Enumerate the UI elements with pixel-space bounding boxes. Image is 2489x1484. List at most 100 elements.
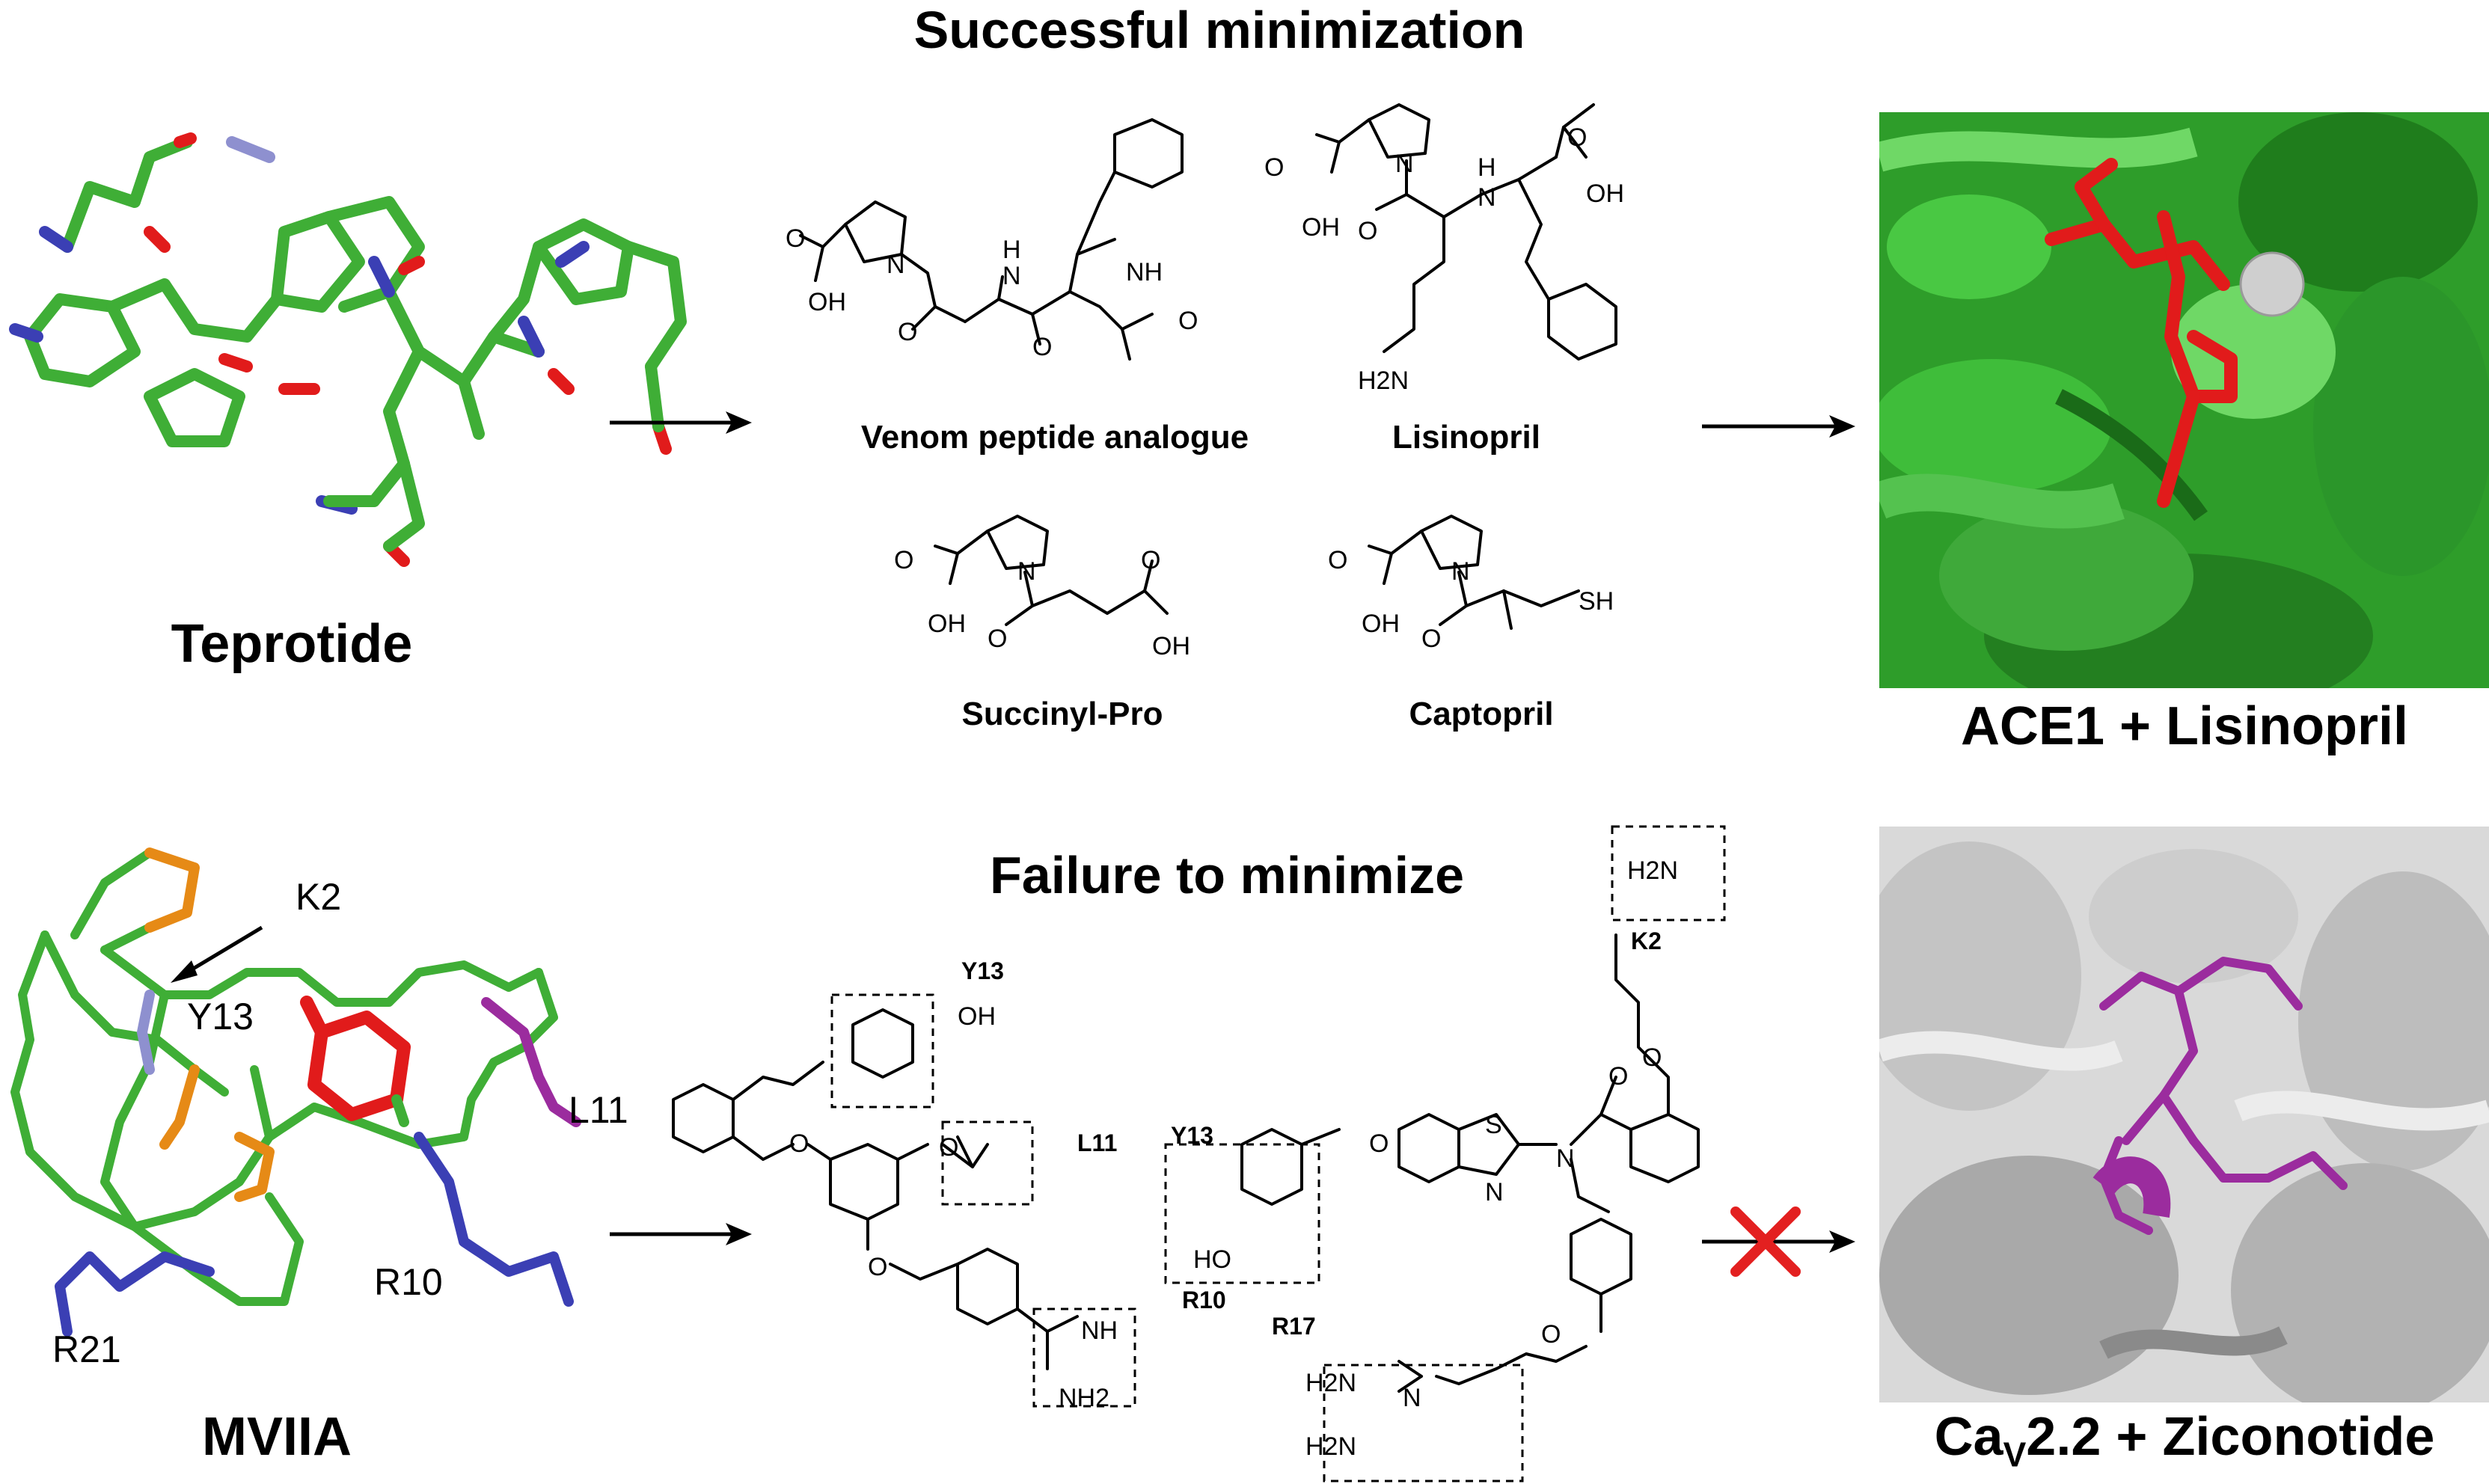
mviia-backbone-3	[100, 945, 543, 1007]
right-mimetic-ho: HO	[1193, 1245, 1231, 1274]
lisinopril-oh-2: OH	[1586, 180, 1624, 208]
teprotide-o-5	[398, 256, 425, 275]
r10-sidechain	[414, 1132, 574, 1307]
box-tag-right-y13: Y13	[1171, 1122, 1213, 1149]
right-mimetic-h2n-1: H2N	[1305, 1369, 1357, 1397]
mviia-structure	[10, 847, 581, 1337]
arrow-1	[610, 411, 752, 434]
lisinopril-h-1: H	[1478, 153, 1496, 182]
venom-o-2: O	[898, 318, 918, 346]
right-mimetic-o-ether-2: O	[1369, 1129, 1389, 1158]
teprotide-chain-1	[323, 196, 425, 313]
lisinopril-h2n: H2N	[1358, 367, 1409, 395]
mviia-backbone-4	[265, 968, 558, 1149]
red-x-icon	[1730, 1206, 1801, 1277]
succinyl-o-1: O	[894, 546, 914, 574]
box-tag-right-r17: R17	[1272, 1313, 1316, 1340]
teprotide-n-5	[518, 316, 545, 358]
captopril-structure	[1368, 515, 1580, 630]
mviia-backbone-5	[100, 990, 304, 1306]
teprotide-n-1	[9, 323, 43, 343]
teprotide-ring-2	[106, 278, 283, 343]
teprotide-o-7	[548, 368, 575, 395]
teprotide-backbone-1	[61, 136, 193, 253]
teprotide-label: Teprotide	[171, 614, 413, 674]
cav-sub: V	[2003, 1435, 2027, 1474]
lisinopril-o-2: O	[1358, 217, 1378, 245]
lisinopril-o-3: O	[1567, 123, 1588, 152]
ziconotide-bound	[2092, 957, 2348, 1235]
lisinopril-bound	[2045, 158, 2238, 508]
r21-sidechain	[55, 1251, 215, 1337]
venom-o-1: O	[786, 224, 806, 253]
lisinopril-n-2: N	[1478, 183, 1496, 212]
l11-sidechain	[481, 997, 581, 1127]
succinyl-pro-structure	[934, 515, 1169, 626]
right-mimetic-h2n-2: H2N	[1305, 1432, 1357, 1461]
teprotide-chain-3	[488, 241, 545, 343]
cav-prefix: Ca	[1934, 1407, 2003, 1467]
teprotide-structure	[9, 132, 687, 567]
left-mimetic-o-3: O	[868, 1253, 888, 1281]
succinyl-o-2: O	[988, 625, 1008, 653]
teprotide-o-1	[144, 226, 171, 253]
captopril-o-2: O	[1421, 625, 1442, 653]
teprotide-ring-3	[144, 368, 245, 447]
right-mimetic-s: S	[1485, 1111, 1502, 1139]
mviia-backbone-6	[40, 930, 229, 1097]
right-mimetic-n-ring: N	[1485, 1178, 1504, 1206]
teprotide-sidechain-2	[383, 458, 425, 552]
mviia-backbone-1	[70, 848, 199, 954]
disulfide-1	[144, 847, 200, 933]
teprotide-ring-4	[271, 211, 365, 313]
right-mimetic-o-ether-1: O	[1642, 1043, 1662, 1072]
right-mimetic-o-ether-3: O	[1541, 1320, 1561, 1349]
lisinopril-o-1: O	[1264, 153, 1285, 182]
heading-successful-minimization: Successful minimization	[913, 1, 1525, 59]
venom-oh: OH	[808, 288, 846, 316]
succinyl-oh-1: OH	[928, 610, 966, 638]
ace1-ribbons	[1879, 112, 2489, 688]
succinyl-oh-2: OH	[1152, 632, 1190, 660]
succinyl-n: N	[1017, 557, 1036, 586]
venom-n-2: N	[1002, 262, 1021, 290]
captopril-oh: OH	[1362, 610, 1400, 638]
venom-nh: NH	[1126, 258, 1163, 286]
cav-suffix: 2.2 + Ziconotide	[2026, 1407, 2435, 1467]
teprotide-chain-5	[383, 346, 425, 470]
right-mimetic-o-carbonyl: O	[1608, 1062, 1629, 1091]
ace1-protein-panel	[1879, 112, 2489, 688]
left-mimetic-nh: NH	[1081, 1316, 1118, 1345]
venom-peptide-label: Venom peptide analogue	[860, 419, 1249, 456]
box-tag-left-y13: Y13	[961, 957, 1004, 984]
left-mimetic-o-2: O	[939, 1133, 959, 1162]
right-mimetic-n-amide: N	[1556, 1144, 1575, 1173]
box-tag-right-k2: K2	[1631, 927, 1662, 954]
venom-n-1: N	[887, 251, 905, 279]
disulfide-2	[159, 1064, 200, 1150]
teprotide-o-2	[174, 132, 197, 148]
residue-label-k2: K2	[296, 876, 342, 918]
venom-peptide-structure	[799, 118, 1184, 361]
teprotide-sidechain-1	[323, 458, 410, 507]
captopril-label: Captopril	[1409, 696, 1554, 732]
lisinopril-label: Lisinopril	[1392, 419, 1540, 456]
succinyl-pro-label: Succinyl-Pro	[961, 696, 1163, 732]
left-mimetic-nh2: NH2	[1059, 1384, 1110, 1412]
right-mimetic-h2n-k2: H2N	[1627, 856, 1679, 885]
teprotide-n-4	[368, 256, 395, 298]
disulfide-3	[234, 1132, 275, 1202]
mimetic-left-structure	[672, 993, 1136, 1408]
venom-o-4: O	[1178, 307, 1198, 335]
cav22-ziconotide-label: CaV2.2 + Ziconotide	[1893, 1406, 2476, 1474]
box-tag-left-l11: L11	[1077, 1129, 1118, 1156]
right-mimetic-n-guan: N	[1403, 1384, 1421, 1412]
teprotide-sidechain-3	[645, 361, 664, 432]
ace1-lisinopril-label: ACE1 + Lisinopril	[1960, 696, 2409, 756]
captopril-sh: SH	[1579, 587, 1614, 616]
heading-failure-to-minimize: Failure to minimize	[990, 846, 1464, 904]
captopril-n: N	[1451, 557, 1470, 586]
captopril-o-1: O	[1328, 546, 1348, 574]
lisinopril-structure	[1315, 103, 1617, 361]
teprotide-chain-6	[458, 375, 485, 440]
